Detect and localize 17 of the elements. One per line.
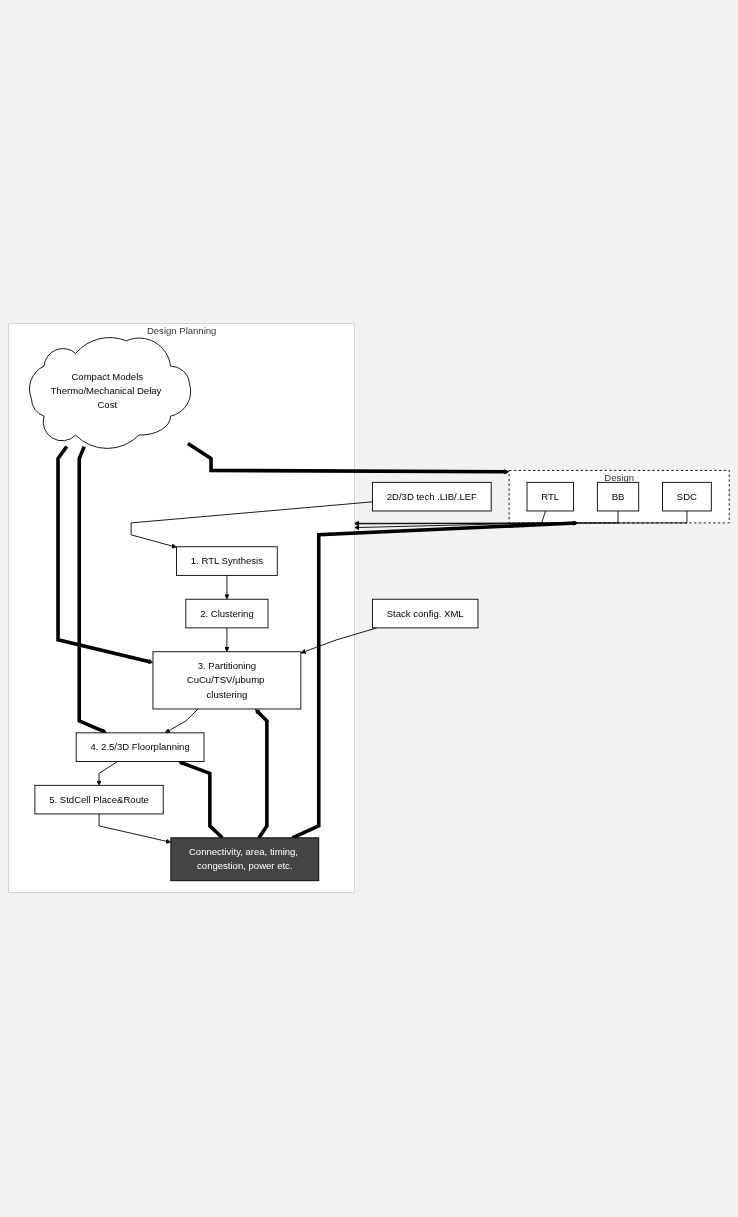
arrow (177, 760, 224, 840)
arrow (186, 442, 510, 475)
node-box: Connectivity, area, timing, congestion, power etc. (170, 837, 320, 882)
node-box: BB (596, 482, 640, 512)
node-box: 3. Partitioning CuCu/TSV/μbump clustering (152, 651, 302, 710)
node-box: 2D/3D tech .LIB/.LEF (372, 482, 492, 512)
arrow (77, 446, 108, 734)
arrow (56, 445, 154, 665)
node-box: 1. RTL Synthesis (176, 546, 278, 577)
arrow (254, 709, 269, 840)
node-box: 2. Clustering (185, 599, 269, 629)
node-box: SDC (662, 482, 712, 512)
node-box: Stack config. XML (372, 599, 479, 629)
arrow (291, 520, 579, 840)
node-box: 5. StdCell Place&Route (34, 785, 164, 815)
node-box: RTL (526, 482, 574, 512)
node-box: 4. 2.5/3D Floorplanning (75, 732, 205, 763)
